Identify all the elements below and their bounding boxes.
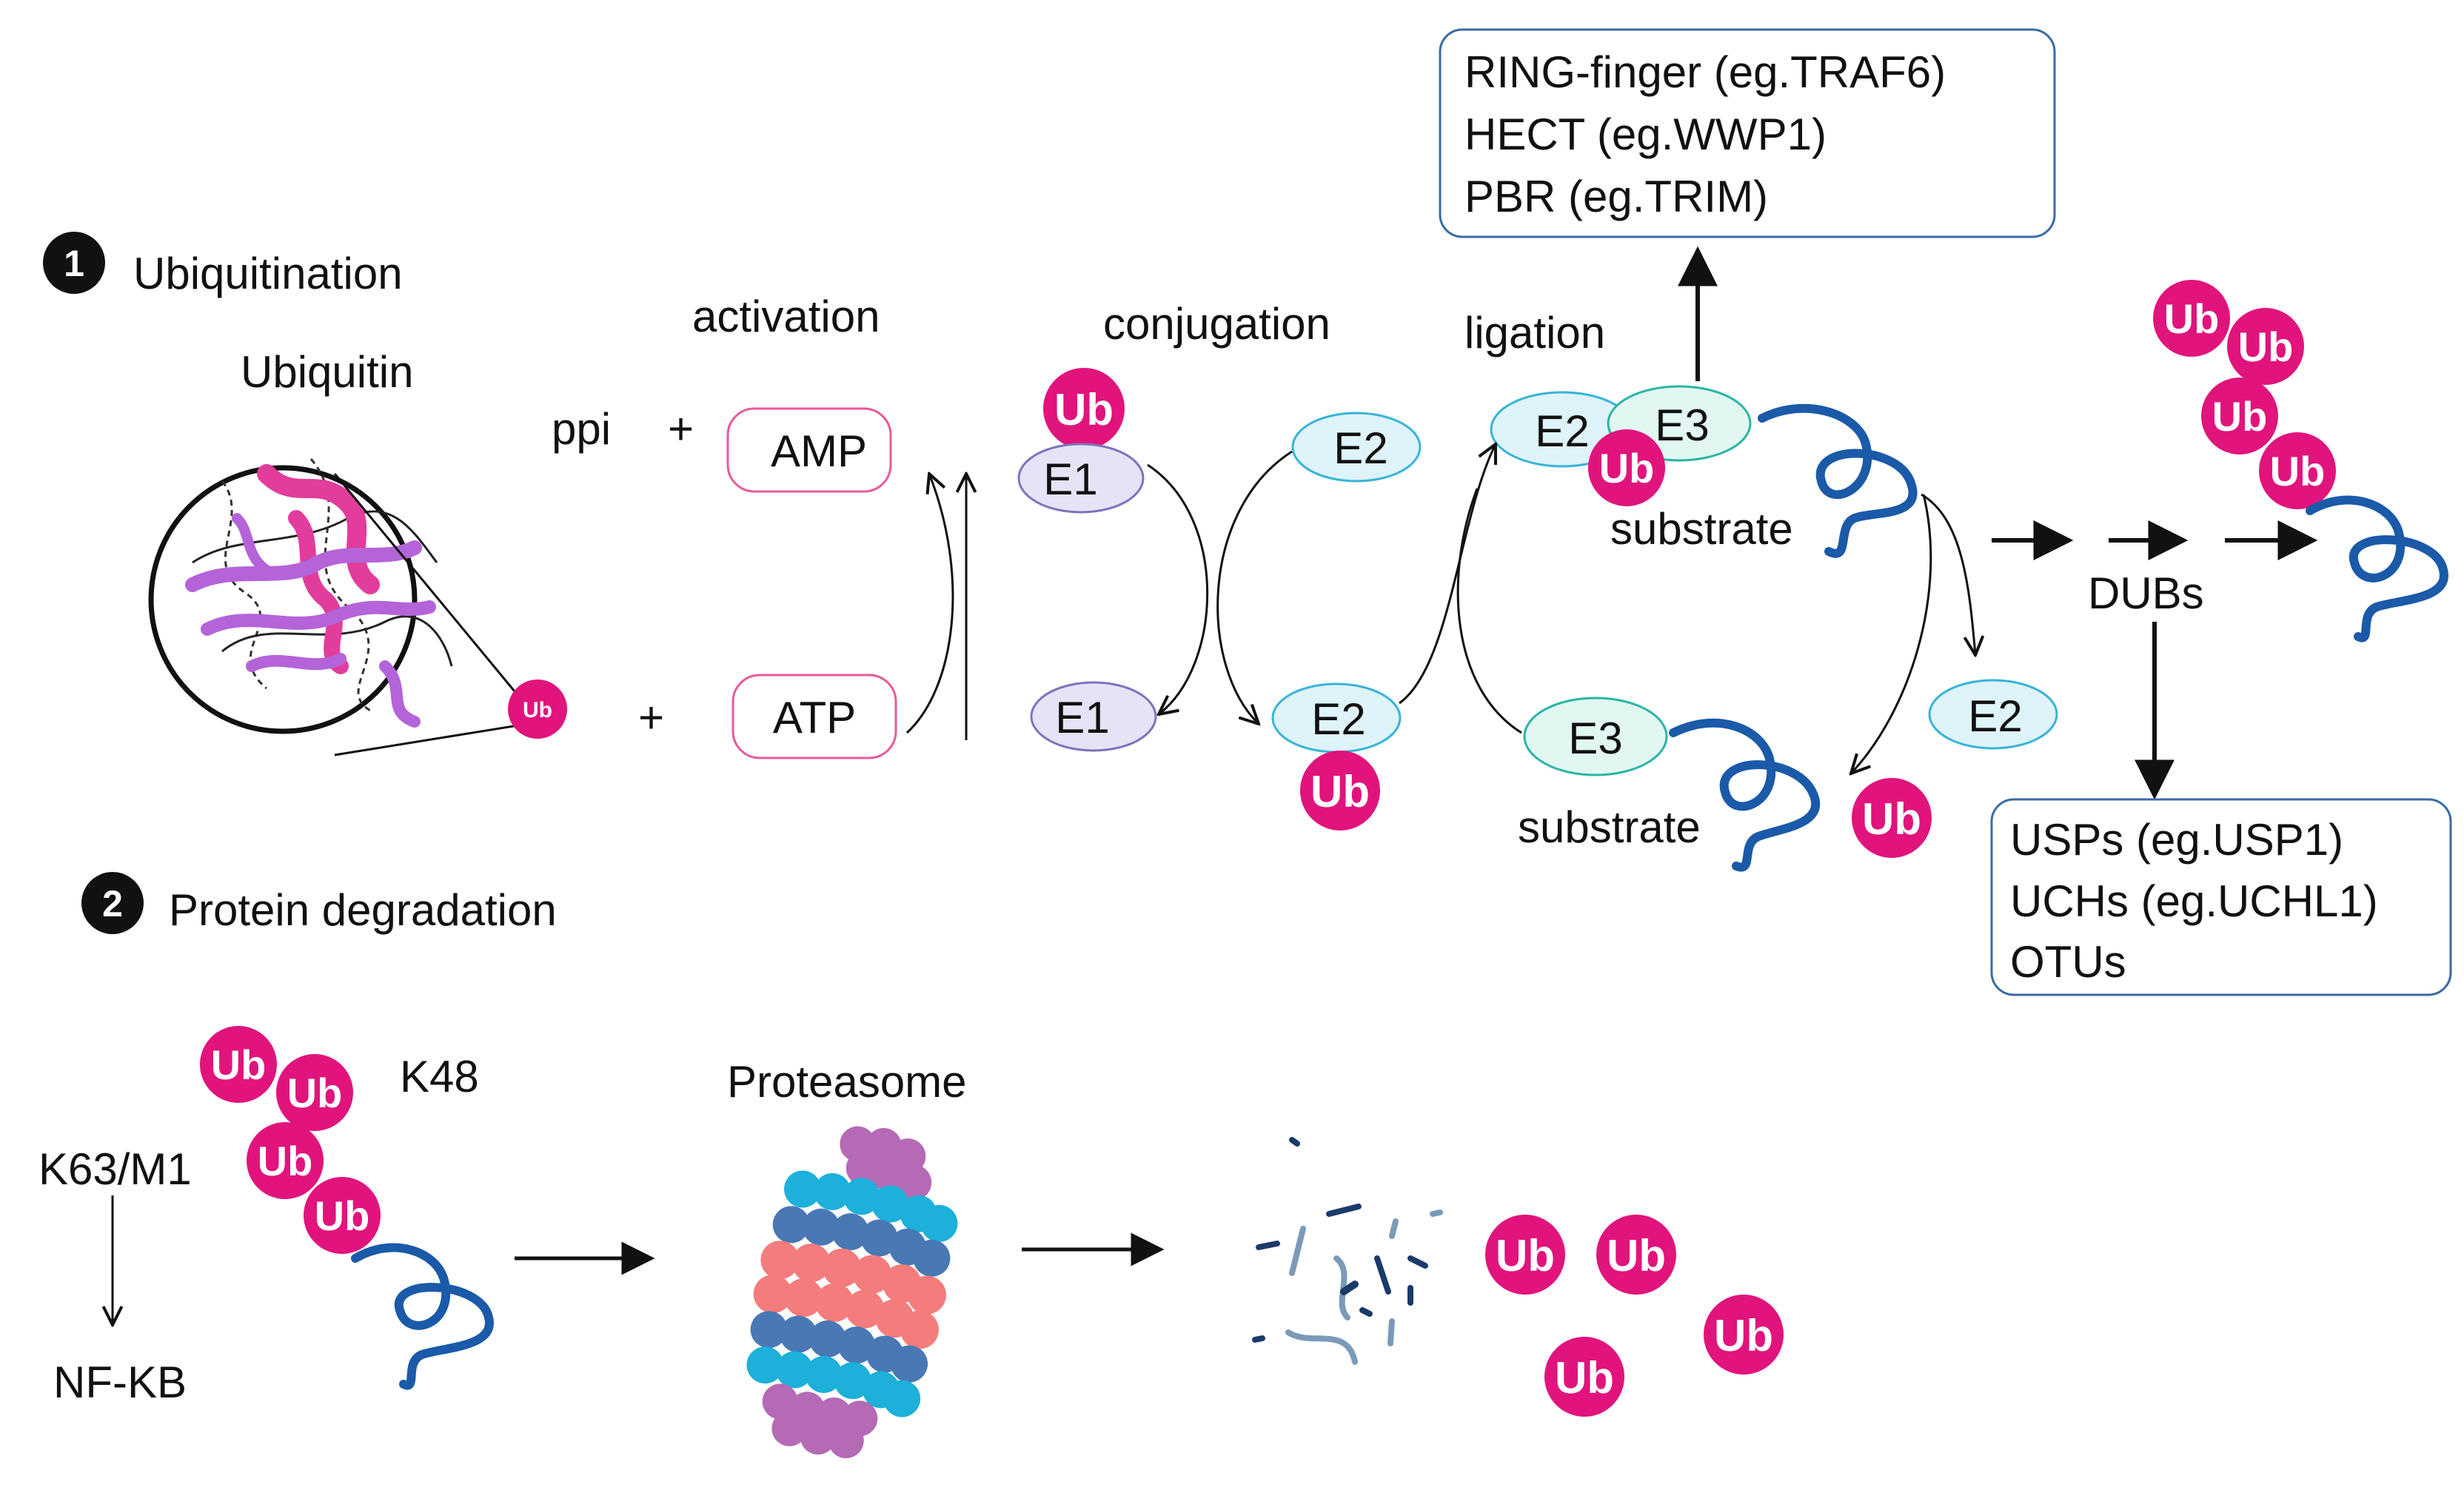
peptide-fragments-icon	[1252, 1137, 1443, 1365]
dubs-label: DUBs	[2088, 568, 2204, 618]
amp-label: AMP	[771, 426, 867, 476]
e3-type-hect: HECT (eg.WWP1)	[1464, 110, 1827, 159]
svg-text:E2: E2	[1311, 694, 1365, 744]
svg-text:E1: E1	[1043, 454, 1097, 504]
e2-top-ellipse: E2	[1291, 412, 1422, 483]
ub-on-e1: Ub	[1043, 368, 1125, 449]
dub-type-otu: OTUs	[2010, 937, 2126, 987]
e3-bottom-ellipse: E3	[1523, 697, 1668, 776]
plus-sign-bottom: +	[638, 693, 664, 742]
section2-number: 2	[102, 883, 123, 924]
conjugation-label: conjugation	[1103, 299, 1330, 349]
free-ub-4: Ub	[1544, 1337, 1624, 1417]
svg-text:E2: E2	[1333, 423, 1387, 473]
conjugation-step: conjugation Ub E1 E1 E2 E2 Ub	[1017, 299, 1422, 830]
substrate-label-top: substrate	[1610, 504, 1793, 554]
substrate-bottom-icon	[1669, 718, 1821, 872]
ligation-label: ligation	[1464, 308, 1605, 358]
svg-text:Ub: Ub	[523, 698, 552, 722]
svg-text:Ub: Ub	[1555, 1353, 1614, 1403]
ub-k48-4: Ub	[304, 1177, 381, 1254]
proteasome-label: Proteasome	[727, 1057, 967, 1107]
svg-text:Ub: Ub	[2164, 295, 2220, 342]
ubiquitin-structure: Ubiquitin Ub	[148, 347, 567, 756]
ub-k48-3: Ub	[247, 1122, 324, 1199]
ub-chain-2: Ub	[2227, 308, 2304, 385]
svg-text:Ub: Ub	[258, 1138, 313, 1184]
svg-text:Ub: Ub	[1714, 1311, 1773, 1360]
svg-text:Ub: Ub	[2270, 448, 2326, 494]
ub-k48-1: Ub	[200, 1026, 277, 1103]
e2-ub-bottom-ellipse: E2	[1271, 682, 1402, 754]
svg-text:Ub: Ub	[2238, 323, 2294, 370]
svg-text:Ub: Ub	[211, 1041, 267, 1088]
svg-text:E2: E2	[1535, 406, 1589, 456]
ub-on-ligation-complex: Ub	[1588, 429, 1665, 506]
dub-type-uch: UCHs (eg.UCHL1)	[2010, 876, 2378, 926]
dubs-step: DUBs USPs (eg.USP1) UCHs (eg.UCHL1) OTUs…	[1990, 280, 2452, 996]
polyub-chain-k48: Ub Ub Ub Ub	[200, 1026, 381, 1254]
svg-text:Ub: Ub	[1496, 1231, 1555, 1281]
polyub-chain-top-right: Ub Ub Ub Ub	[2153, 280, 2336, 509]
substrate-label-bottom: substrate	[1518, 802, 1701, 852]
ub-chain-4: Ub	[2259, 432, 2336, 509]
e3-type-pbr: PBR (eg.TRIM)	[1464, 172, 1768, 221]
section2-heading: 2 Protein degradation	[81, 872, 557, 935]
ubiquitin-label: Ubiquitin	[241, 347, 413, 397]
ub-chain-1: Ub	[2153, 280, 2230, 357]
free-ub-3: Ub	[1704, 1295, 1784, 1375]
degradation-step: Ub Ub Ub Ub K48 K63/M1 NF-KB Proteasome	[38, 1026, 1784, 1459]
svg-text:Ub: Ub	[1607, 1231, 1666, 1281]
e1-bottom-ellipse: E1	[1030, 681, 1157, 752]
substrate-k48-icon	[351, 1243, 494, 1390]
section1-heading: 1 Ubiquitination	[43, 232, 403, 298]
k63m1-label: K63/M1	[38, 1144, 192, 1194]
proteasome-icon	[746, 1126, 958, 1459]
ub-chain-3: Ub	[2201, 377, 2278, 454]
nfkb-label: NF-KB	[53, 1358, 187, 1407]
k48-label: K48	[400, 1052, 479, 1101]
ubiquitin-ribbon-icon	[185, 458, 453, 728]
substrate-top-icon	[1758, 403, 1918, 558]
e2-released-ellipse: E2	[1928, 679, 2058, 750]
free-ub-2: Ub	[1596, 1215, 1676, 1295]
section2-number-badge	[81, 872, 144, 934]
atp-box	[732, 674, 897, 759]
ppi-label: ppi	[552, 404, 611, 454]
plus-sign-top: +	[668, 404, 694, 454]
svg-text:Ub: Ub	[1599, 445, 1655, 491]
ub-k48-2: Ub	[276, 1054, 353, 1131]
activation-label: activation	[692, 292, 880, 341]
free-ub-1: Ub	[1485, 1215, 1565, 1295]
svg-text:Ub: Ub	[315, 1192, 370, 1239]
ub-small-marker: Ub	[508, 679, 567, 739]
svg-text:E1: E1	[1055, 693, 1109, 742]
section1-number-badge	[43, 232, 105, 294]
ub-released: Ub	[1852, 778, 1932, 858]
amp-box	[726, 407, 892, 493]
svg-text:Ub: Ub	[1310, 767, 1370, 816]
section1-title: Ubiquitination	[133, 249, 403, 298]
ubiquitin-zoom-circle	[148, 465, 418, 734]
svg-text:E2: E2	[1968, 691, 2022, 741]
svg-text:Ub: Ub	[287, 1070, 343, 1116]
ligation-step: ligation E2 E3 Ub substrate RING-finger …	[1399, 28, 2058, 872]
e3-types-box: RING-finger (eg.TRAF6) HECT (eg.WWP1) PB…	[1439, 28, 2056, 238]
svg-text:Ub: Ub	[1862, 794, 1921, 844]
substrate-top-right-icon	[2306, 495, 2448, 642]
section2-title: Protein degradation	[169, 885, 557, 935]
section1-number: 1	[64, 243, 84, 284]
svg-text:E3: E3	[1568, 714, 1622, 763]
dub-types-box: USPs (eg.USP1) UCHs (eg.UCHL1) OTUs	[1990, 798, 2452, 996]
dub-type-usp: USPs (eg.USP1)	[2010, 815, 2343, 865]
svg-text:E3: E3	[1655, 400, 1709, 450]
atp-label: ATP	[773, 693, 856, 742]
e3-type-ring: RING-finger (eg.TRAF6)	[1464, 47, 1946, 97]
activation-step: activation ppi + AMP + ATP	[552, 292, 966, 759]
e1-top-ellipse: E1	[1017, 443, 1145, 514]
svg-text:Ub: Ub	[2212, 393, 2268, 440]
svg-text:Ub: Ub	[1054, 385, 1114, 434]
ub-on-e2: Ub	[1300, 751, 1380, 830]
